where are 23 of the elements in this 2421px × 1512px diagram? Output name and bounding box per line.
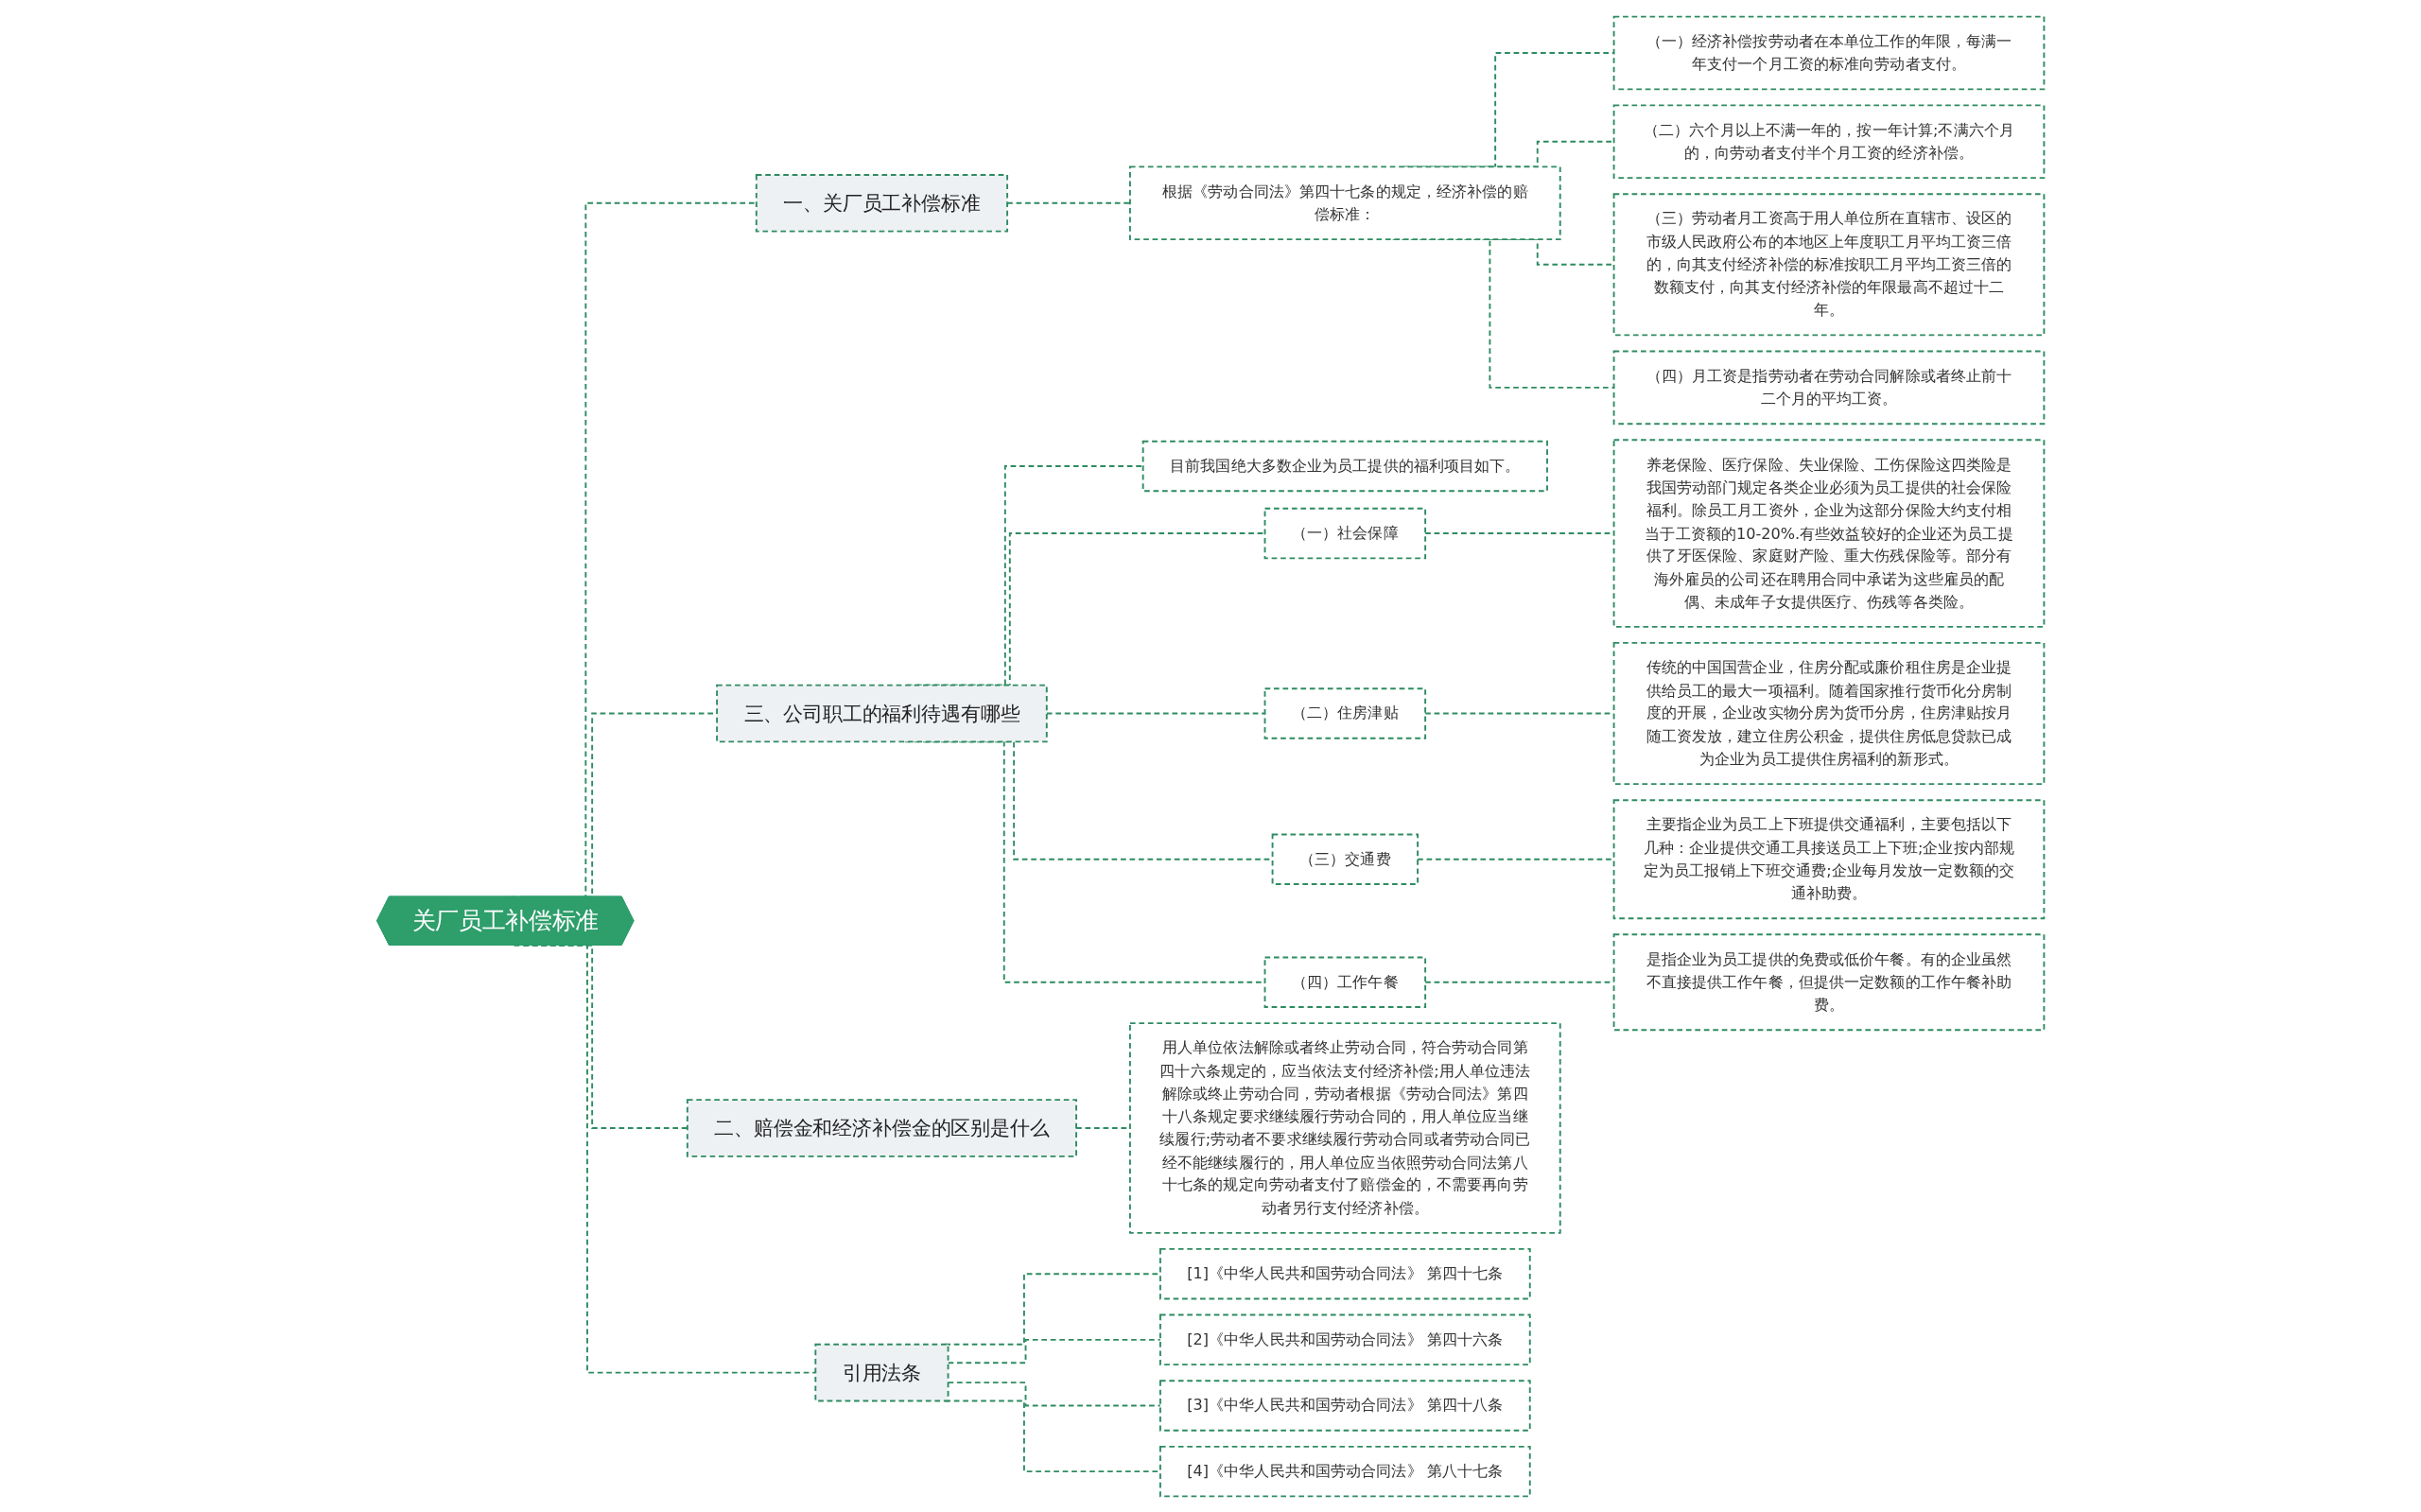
- node-box: 养老保险、医疗保险、失业保险、工伤保险这四类险是我国劳动部门规定各类企业必须为员工提供的社会保险福利。除员工月工资外，企业为这部分保险大约支付相当于工资额的10-20%.有些效益较好的企业还为员工提供了牙医保险、家庭财产险、重大伤残保险等。部分有海外雇员的公司还在聘用合同中承诺为这些雇员的配偶、未成年子女提供医疗、伤残等各类险。: [1612, 438, 2046, 628]
- node-box: （三）劳动者月工资高于用人单位所在直辖市、设区的市级人民政府公布的本地区上年度职工月平均工资三倍的，向其支付经济补偿的标准按职工月平均工资三倍的数额支付，向其支付经济补偿的年限最高不超过十二年。: [1612, 192, 2046, 336]
- node-box: （一）社会保障: [1263, 507, 1427, 559]
- node-box: 主要指企业为员工上下班提供交通福利，主要包括以下几种：企业提供交通工具接送员工上下班;企业按内部规定为员工报销上下班交通费;企业每月发放一定数额的交通补助费。: [1612, 798, 2046, 919]
- node-box: （四）月工资是指劳动者在劳动合同解除或者终止前十二个月的平均工资。: [1612, 350, 2046, 425]
- node-box: [1]《中华人民共和国劳动合同法》 第四十七条: [1158, 1247, 1531, 1299]
- node-box: 根据《劳动合同法》第四十七条的规定，经济补偿的赔偿标准：: [1128, 165, 1561, 240]
- node-box: （四）工作午餐: [1263, 956, 1427, 1008]
- node-box: 引用法条: [814, 1343, 949, 1401]
- node-box: 三、公司职工的福利待遇有哪些: [716, 684, 1048, 742]
- node-box: 用人单位依法解除或者终止劳动合同，符合劳动合同第四十六条规定的，应当依法支付经济补偿;用人单位违法解除或终止劳动合同，劳动者根据《劳动合同法》第四十八条规定要求继续履行劳动合同的，用人单位应当继续履行;劳动者不要求继续履行劳动合同或者劳动合同已经不能继续履行的，用人单位应当依照劳动合同法第八十七条的规定向劳动者支付了赔偿金的，不需要再向劳动者另行支付经济补偿。: [1128, 1021, 1561, 1234]
- node-box: 二、赔偿金和经济补偿金的区别是什么: [686, 1098, 1077, 1157]
- node-box: [2]《中华人民共和国劳动合同法》 第四十六条: [1158, 1313, 1531, 1365]
- node-box: （一）经济补偿按劳动者在本单位工作的年限，每满一年支付一个月工资的标准向劳动者支付。: [1612, 15, 2046, 90]
- node-box: 是指企业为员工提供的免费或低价午餐。有的企业虽然不直接提供工作午餐，但提供一定数额的工作午餐补助费。: [1612, 932, 2046, 1031]
- node-box: （二）六个月以上不满一年的，按一年计算;不满六个月的，向劳动者支付半个月工资的经济补偿。: [1612, 103, 2046, 179]
- node-box: 目前我国绝大多数企业为员工提供的福利项目如下。: [1141, 440, 1548, 492]
- node-box: [4]《中华人民共和国劳动合同法》 第八十七条: [1158, 1445, 1531, 1497]
- node-box: （二）住房津贴: [1263, 686, 1427, 739]
- node-box: 一、关厂员工补偿标准: [755, 173, 1009, 233]
- node-box: [3]《中华人民共和国劳动合同法》 第四十八条: [1158, 1379, 1531, 1432]
- node-box: （三）交通费: [1271, 832, 1420, 885]
- node-box: 传统的中国国营企业，住房分配或廉价租住房是企业提供给员工的最大一项福利。随着国家推行货币化分房制度的开展，企业改实物分房为货币分房，住房津贴按月随工资发放，建立住房公积金，提供住房低息贷款已成为企业为员工提供住房福利的新形式。: [1612, 641, 2046, 785]
